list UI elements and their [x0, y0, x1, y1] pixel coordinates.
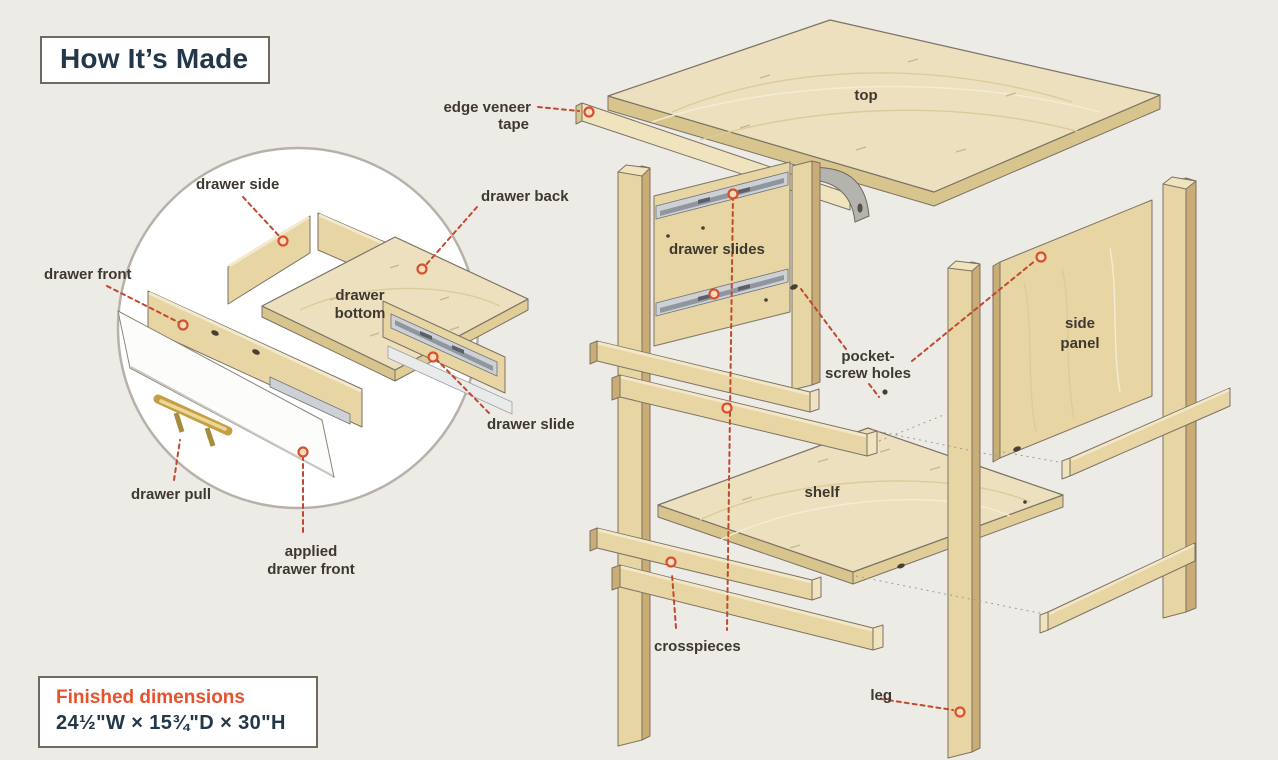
- label-drawer-slide: drawer slide: [487, 416, 575, 433]
- assembly-guides: [855, 413, 1059, 615]
- marker-drawer-back: [416, 263, 428, 275]
- label-drawer-back: drawer back: [481, 188, 569, 205]
- label-applied-front-2: drawer front: [267, 561, 355, 578]
- marker-drawer-front: [177, 319, 189, 331]
- marker-upper-crosspiece: [721, 402, 733, 414]
- drawer-slide-lower: [655, 268, 789, 317]
- cabinet-leaders: [537, 106, 1047, 718]
- label-pocket-screw-2: screw holes: [825, 365, 911, 382]
- marker-edge-veneer: [583, 106, 595, 118]
- label-edge-veneer-1: edge veneer: [443, 99, 531, 116]
- cabinet-assembly: top edge veneer tape drawer slides side …: [443, 19, 1231, 759]
- front-left-leg: [617, 164, 651, 747]
- drawer-side-with-slide: [382, 300, 506, 394]
- label-shelf: shelf: [804, 484, 840, 501]
- label-top: top: [854, 87, 877, 104]
- label-drawer-pull: drawer pull: [131, 486, 211, 503]
- label-drawer-bottom-1: drawer: [335, 287, 384, 304]
- marker-lower-crosspiece: [665, 556, 677, 568]
- title-box: How It’s Made: [40, 36, 271, 84]
- marker-drawer-slide: [427, 351, 439, 363]
- front-right-leg: [947, 260, 981, 759]
- marker-applied-front: [297, 446, 309, 458]
- drawer-slide-panel: [653, 161, 791, 347]
- label-drawer-front: drawer front: [44, 266, 132, 283]
- label-drawer-bottom-2: bottom: [335, 305, 386, 322]
- drawer-front-board: [147, 290, 363, 428]
- slide-cabinet-rail: [387, 345, 513, 415]
- label-drawer-side: drawer side: [196, 176, 279, 193]
- marker-side-panel-hole: [1035, 251, 1047, 263]
- marker-slide-lower: [708, 288, 720, 300]
- inset-leaders: [106, 196, 490, 533]
- label-side-panel-1: side: [1065, 315, 1095, 332]
- applied-drawer-front: [117, 310, 335, 478]
- top-panel: [607, 19, 1161, 207]
- drawer-inset: drawer side drawer back drawer front dra…: [44, 146, 575, 578]
- side-panel: [992, 199, 1153, 463]
- label-pocket-screw-1: pocket-: [841, 348, 894, 365]
- marker-slide-upper: [727, 188, 739, 200]
- finished-dimensions-heading: Finished dimensions: [56, 687, 245, 708]
- upper-crosspieces: [589, 340, 878, 457]
- label-side-panel-2: panel: [1060, 335, 1099, 352]
- right-side-rails: [1039, 387, 1231, 634]
- label-edge-veneer-2: tape: [498, 116, 529, 133]
- label-applied-front-1: applied: [285, 543, 338, 560]
- finished-dimensions-box: Finished dimensions 24½"W × 15¾"D × 30"H: [38, 676, 318, 748]
- drawer-pull-hardware: [153, 394, 233, 447]
- marker-leg: [954, 706, 966, 718]
- rear-right-leg: [1162, 176, 1197, 619]
- drawer-slide-upper: [655, 171, 789, 220]
- label-drawer-slides: drawer slides: [669, 241, 765, 258]
- drawer-side-board: [227, 215, 311, 305]
- page-title: How It’s Made: [60, 43, 249, 74]
- marker-drawer-side: [277, 235, 289, 247]
- rear-left-leg: [791, 160, 821, 391]
- finished-dimensions-value: 24½"W × 15¾"D × 30"H: [56, 712, 286, 734]
- label-crosspieces: crosspieces: [654, 638, 741, 655]
- lower-crosspieces: [589, 527, 884, 651]
- top-fastener-bracket: [799, 166, 870, 223]
- label-leg: leg: [870, 687, 892, 704]
